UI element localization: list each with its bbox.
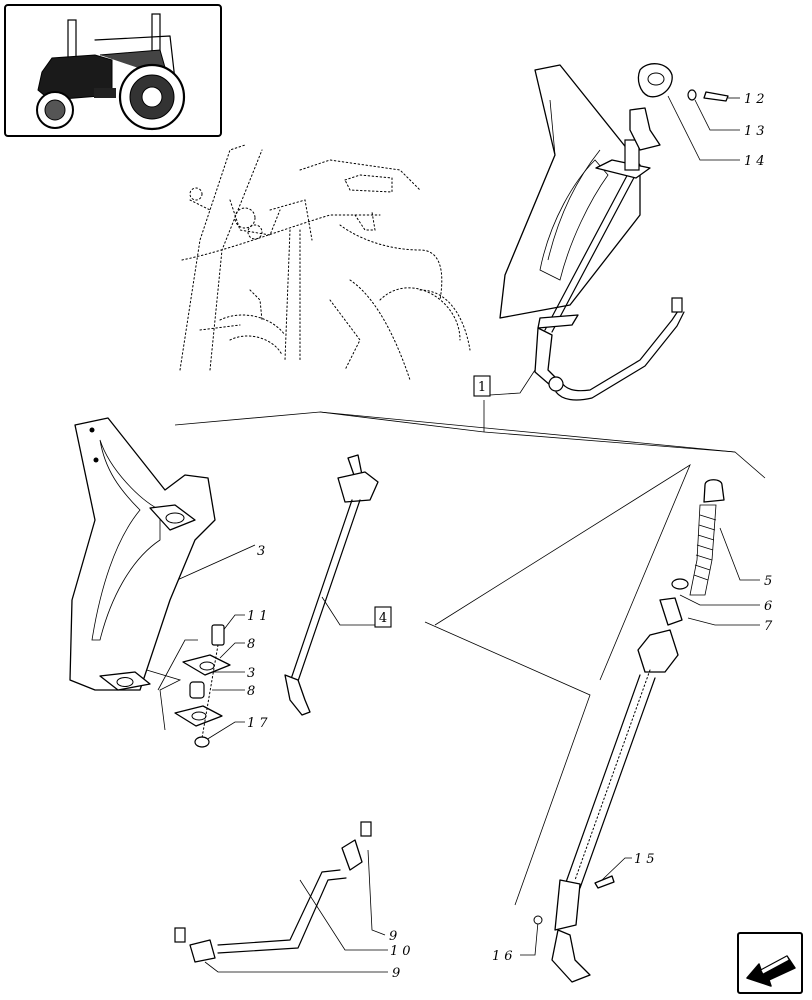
upper-assembly (499, 63, 729, 401)
callout-8-upper: 8 (247, 637, 255, 652)
tractor-thumbnail (4, 4, 222, 137)
callout-4: 4 (379, 611, 387, 626)
leader-lines (139, 95, 766, 973)
callout-16: 16 (492, 949, 517, 964)
callout-7: 7 (764, 619, 773, 634)
callout-15: 15 (634, 852, 659, 867)
middle-shaft (284, 454, 379, 716)
callout-9-lower: 9 (392, 966, 400, 981)
callout-5: 5 (764, 574, 772, 589)
hardware-stack (174, 624, 231, 748)
callout-box-1: 1 (473, 375, 491, 397)
back-arrow-icon (746, 955, 796, 987)
callout-11: 11 (247, 609, 272, 624)
callout-1: 1 (478, 380, 486, 395)
callout-14: 14 (744, 154, 769, 169)
back-navigation-button[interactable] (737, 932, 803, 994)
callout-box-4: 4 (374, 606, 392, 628)
link-rod (174, 821, 372, 963)
tractor-icon (36, 13, 186, 131)
right-lever (533, 479, 725, 983)
left-bracket (69, 417, 216, 691)
callout-10: 10 (390, 944, 415, 959)
callout-6: 6 (764, 599, 772, 614)
callout-3-spacer: 3 (247, 666, 255, 681)
callout-12: 12 (744, 92, 769, 107)
context-sketch (179, 144, 471, 381)
callout-8-lower: 8 (247, 684, 255, 699)
callout-13: 13 (744, 124, 769, 139)
callout-17: 17 (247, 716, 272, 731)
callout-labels: 1 4 12 13 14 3 11 8 3 8 17 5 6 7 15 9 10… (247, 92, 773, 981)
callout-3-bracket: 3 (257, 544, 265, 559)
callout-9-upper: 9 (389, 929, 397, 944)
